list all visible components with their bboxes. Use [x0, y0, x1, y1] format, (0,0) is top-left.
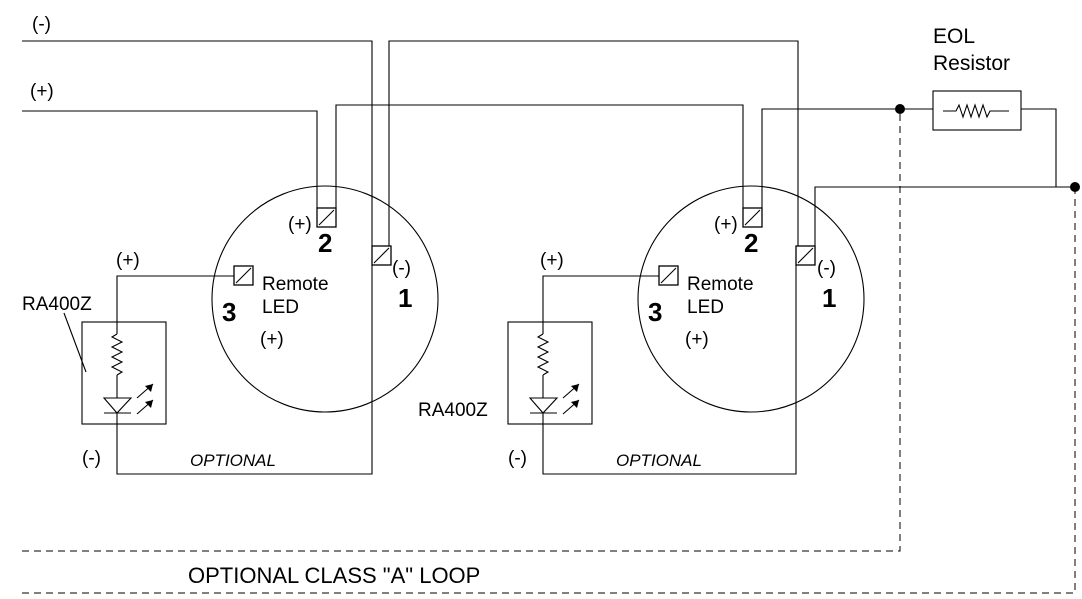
terminal-2-sign: (+): [288, 214, 312, 235]
terminal-3-label-line2: LED: [262, 297, 299, 318]
terminal-3-sign: (+): [685, 329, 709, 350]
terminal-screw-icon: [744, 209, 761, 226]
remote-led-positive-label: (+): [540, 250, 564, 271]
terminal-screw-icon: [660, 267, 677, 284]
remote-led-negative-label: (-): [508, 448, 527, 469]
terminal-2-number: 2: [744, 228, 758, 258]
terminal-3-label-line1: Remote: [687, 274, 754, 295]
terminal-3-number: 3: [222, 297, 236, 327]
terminal-2-sign: (+): [714, 214, 738, 235]
terminal-1-number: 1: [398, 283, 412, 313]
remote-led-negative-label: (-): [82, 448, 101, 469]
remote-led-model-label: RA400Z: [22, 294, 92, 315]
resistor-symbol-icon: [943, 103, 1009, 119]
terminal-3-label-line2: LED: [687, 297, 724, 318]
remote-led-housing: [507, 321, 593, 425]
class-a-loop-wiring: [22, 109, 1076, 594]
detector-base-outline: [211, 185, 439, 413]
terminal-screw-icon: [373, 247, 390, 264]
detector-base-2: (+) 2 (-) 1 3 Remote LED (+): [637, 185, 865, 413]
eol-negative-wire: [814, 186, 1075, 250]
terminal-1-sign: (-): [392, 258, 411, 279]
remote-led-1: [63, 265, 373, 475]
junction-dot-positive: [895, 104, 905, 114]
negative-line-label: (-): [32, 14, 51, 35]
optional-label: OPTIONAL: [190, 451, 276, 470]
eol-label-line1: EOL: [933, 25, 975, 48]
remote-led-housing: [81, 321, 167, 425]
class-a-loop-label: OPTIONAL CLASS "A" LOOP: [188, 563, 480, 588]
terminal-1-sign: (-): [817, 258, 836, 279]
terminal-screw-icon: [235, 267, 252, 284]
detector-base-outline: [637, 185, 865, 413]
led-diode-icon: [528, 397, 559, 414]
eol-positive-wire: [761, 108, 900, 208]
led-diode-icon: [102, 397, 133, 414]
remote-led-2: [507, 265, 797, 475]
loop-positive-jumper-wire: [335, 104, 744, 208]
eol-label-line2: Resistor: [933, 52, 1010, 75]
detector-base-1: (+) 2 (-) 1 3 Remote LED (+): [211, 185, 439, 413]
eol-resistor-box: [932, 90, 1022, 131]
remote-led-positive-label: (+): [116, 250, 140, 271]
terminal-3-number: 3: [648, 297, 662, 327]
led-light-arrows-icon: [136, 383, 154, 415]
eol-resistor: [900, 90, 1057, 187]
terminal-3-label-line1: Remote: [262, 274, 329, 295]
supply-negative-wire: [22, 40, 373, 246]
remote-led-model-label: RA400Z: [418, 400, 488, 421]
loop-negative-jumper-wire: [388, 40, 799, 250]
terminal-3-sign: (+): [260, 329, 284, 350]
terminal-1-number: 1: [822, 283, 836, 313]
led-light-arrows-icon: [562, 383, 580, 415]
supply-positive-wire: [22, 110, 318, 208]
terminal-screw-icon: [318, 209, 335, 226]
terminal-screw-icon: [797, 247, 814, 264]
led-resistor-icon: [110, 333, 124, 376]
terminal-2-number: 2: [318, 228, 332, 258]
led-resistor-icon: [536, 333, 550, 376]
model-leader-line: [63, 312, 87, 373]
positive-line-label: (+): [30, 81, 54, 102]
optional-label: OPTIONAL: [616, 451, 702, 470]
